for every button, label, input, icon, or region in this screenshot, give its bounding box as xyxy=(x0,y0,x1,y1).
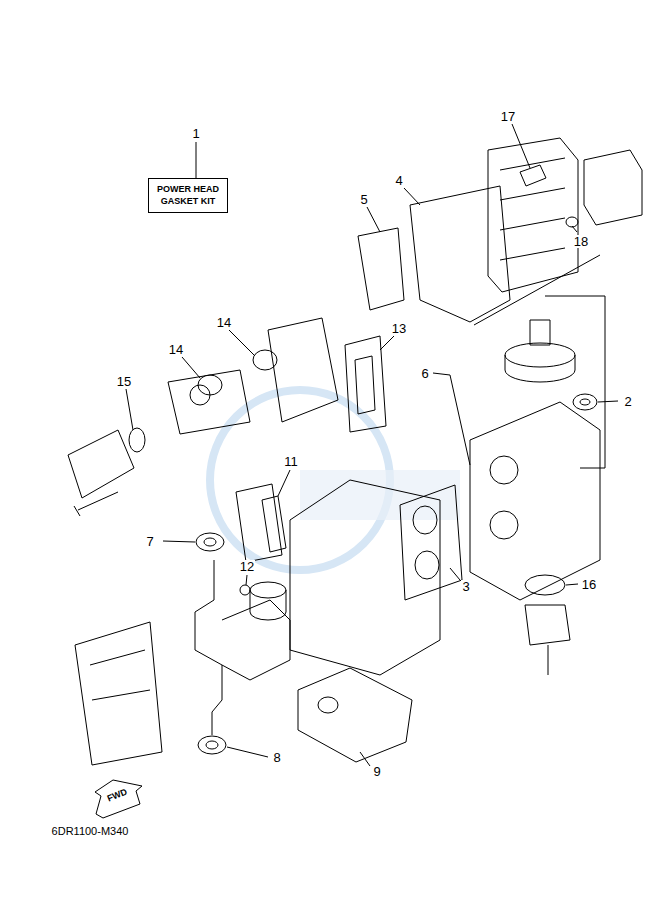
leader-line xyxy=(566,584,578,585)
bolt-15 xyxy=(74,492,118,516)
watermark-bar xyxy=(300,470,460,520)
leader-line xyxy=(380,336,394,350)
leader-line xyxy=(598,401,618,402)
leader-line xyxy=(512,124,530,168)
exhaust-gasket xyxy=(262,496,286,552)
leader-line xyxy=(433,373,450,375)
intake-manifold xyxy=(268,318,338,422)
oil-seal-7 xyxy=(196,533,224,551)
valve-cover xyxy=(488,138,578,292)
valve-cover-rib xyxy=(500,158,565,260)
diagram-code: 6DR1100-M340 xyxy=(52,826,129,837)
callout-number: 14 xyxy=(168,343,184,356)
callout-number: 16 xyxy=(581,578,597,591)
leader-line xyxy=(182,357,200,378)
cover-plate xyxy=(358,228,404,310)
leader-line xyxy=(404,188,420,205)
callout-number: 1 xyxy=(191,127,200,140)
kit-label-box: POWER HEAD GASKET KIT xyxy=(148,178,228,213)
callout-number: 18 xyxy=(573,235,589,248)
pump-gasket-16 xyxy=(525,575,565,595)
leader-line xyxy=(367,207,380,232)
callout-number: 7 xyxy=(145,535,154,548)
leader-line xyxy=(450,568,460,580)
oil-seal-8 xyxy=(198,736,226,754)
carb-gasket-lower xyxy=(198,375,222,395)
callout-number: 3 xyxy=(461,580,470,593)
head-ports xyxy=(490,456,518,539)
leader-line xyxy=(246,575,247,585)
manifold-gasket xyxy=(345,336,386,432)
bracket-line xyxy=(474,255,605,468)
leader-line xyxy=(278,470,290,496)
cam-pulley xyxy=(505,343,575,382)
callout-number: 12 xyxy=(239,560,255,573)
breather-18 xyxy=(566,217,578,227)
lower-case xyxy=(75,622,162,765)
leader-line xyxy=(163,541,195,542)
callout-number: 2 xyxy=(623,395,632,408)
callout-number: 15 xyxy=(116,375,132,388)
carb-gasket-upper xyxy=(253,350,277,370)
callout-number: 13 xyxy=(391,322,407,335)
callout-number: 14 xyxy=(216,316,232,329)
callout-number: 9 xyxy=(372,765,381,778)
callout-number: 8 xyxy=(272,751,281,764)
direction-label: FWD xyxy=(106,787,128,803)
cover-gasket xyxy=(410,186,510,322)
kit-label-text: POWER HEAD GASKET KIT xyxy=(155,183,221,207)
oil-seal-2 xyxy=(573,394,597,410)
leader-line xyxy=(126,389,133,430)
head-gasket xyxy=(400,485,462,600)
leader-line xyxy=(572,226,577,232)
callout-number: 11 xyxy=(283,455,299,468)
cylinder-block xyxy=(290,480,440,675)
oil-pump xyxy=(525,605,570,675)
silencer xyxy=(68,430,134,498)
valve-6 xyxy=(450,375,470,465)
callout-number: 4 xyxy=(394,174,403,187)
callout-number: 5 xyxy=(359,193,368,206)
crankshaft xyxy=(195,560,290,735)
carburetor xyxy=(168,370,250,434)
fwd-arrow xyxy=(95,780,142,818)
pulley-hub xyxy=(530,320,550,345)
oring-12 xyxy=(240,585,250,595)
base-gasket xyxy=(298,668,412,762)
oring-15 xyxy=(129,428,145,452)
piston xyxy=(250,582,286,620)
leader-line xyxy=(360,752,370,766)
leader-line xyxy=(229,330,255,356)
leader-line xyxy=(196,142,197,178)
cylinder-head xyxy=(470,402,600,600)
thermostat-housing xyxy=(584,150,642,225)
callout-number: 6 xyxy=(420,367,429,380)
callout-number: 17 xyxy=(500,110,516,123)
leader-line xyxy=(227,747,268,757)
oil-cap xyxy=(520,165,546,186)
